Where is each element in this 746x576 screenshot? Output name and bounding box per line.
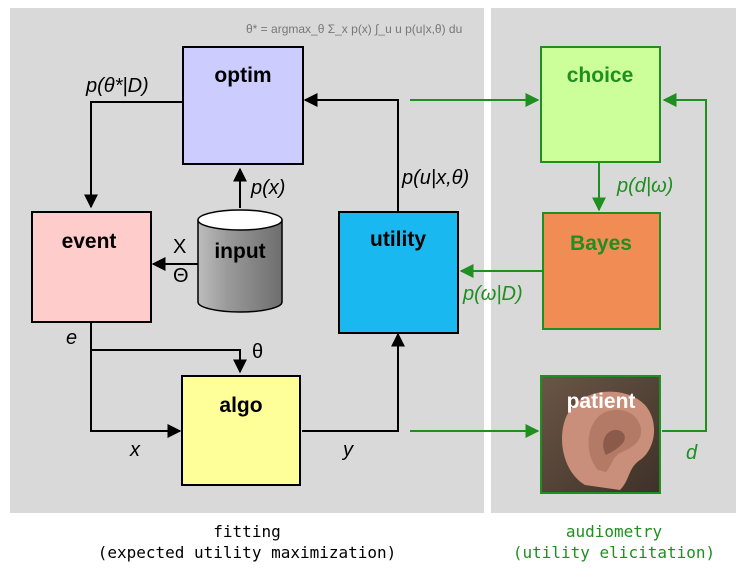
- choice-box: choice: [540, 46, 661, 163]
- label-p-u-x-theta: p(u|x,θ): [401, 167, 469, 189]
- label-p-x: p(x): [250, 177, 285, 199]
- label-x: x: [129, 439, 141, 461]
- event-box: event: [31, 211, 152, 323]
- arrow-utility-to-optim: [303, 93, 399, 212]
- optim-box: optim: [182, 46, 304, 165]
- input-label: input: [214, 240, 265, 263]
- label-p-d-omega: p(d|ω): [616, 175, 673, 197]
- algo-label: algo: [219, 394, 262, 417]
- arrow-event-to-algo-x: [90, 350, 182, 438]
- arrow-algo-to-utility: [302, 332, 405, 432]
- ear-image: [562, 391, 655, 490]
- utility-box: utility: [338, 211, 459, 334]
- caption-audiometry-sub: (utility elicitation): [513, 543, 715, 562]
- arrow-optim-to-event: [84, 101, 183, 209]
- caption-fitting: fitting: [213, 522, 280, 541]
- bayes-box: Bayes: [542, 212, 661, 330]
- label-e: e: [66, 327, 77, 349]
- patient-box: patient: [540, 375, 661, 494]
- arrow-event-to-algo-theta: [90, 322, 247, 374]
- patient-label: patient: [567, 390, 636, 413]
- caption-fitting-sub: (expected utility maximization): [98, 543, 397, 562]
- caption-audiometry: audiometry: [566, 522, 663, 541]
- algo-box: algo: [181, 375, 301, 486]
- argmax-formula: θ* = argmax_θ Σ_x p(x) ∫_u u p(u|x,θ) du: [246, 22, 462, 36]
- choice-label: choice: [567, 64, 634, 87]
- label-theta: θ: [252, 341, 263, 363]
- label-y: y: [341, 439, 354, 461]
- optim-label: optim: [214, 64, 271, 87]
- arrow-patient-to-choice: [662, 93, 707, 432]
- utility-label: utility: [370, 228, 426, 251]
- label-p-theta-star-D: p(θ*|D): [85, 75, 149, 97]
- label-d: d: [686, 442, 698, 464]
- input-cylinder: input: [197, 209, 283, 313]
- event-label: event: [62, 230, 117, 253]
- bayes-label: Bayes: [570, 232, 632, 255]
- label-Theta: Θ: [173, 265, 189, 287]
- label-p-omega-D: p(ω|D): [462, 283, 523, 305]
- label-X: X: [173, 236, 186, 258]
